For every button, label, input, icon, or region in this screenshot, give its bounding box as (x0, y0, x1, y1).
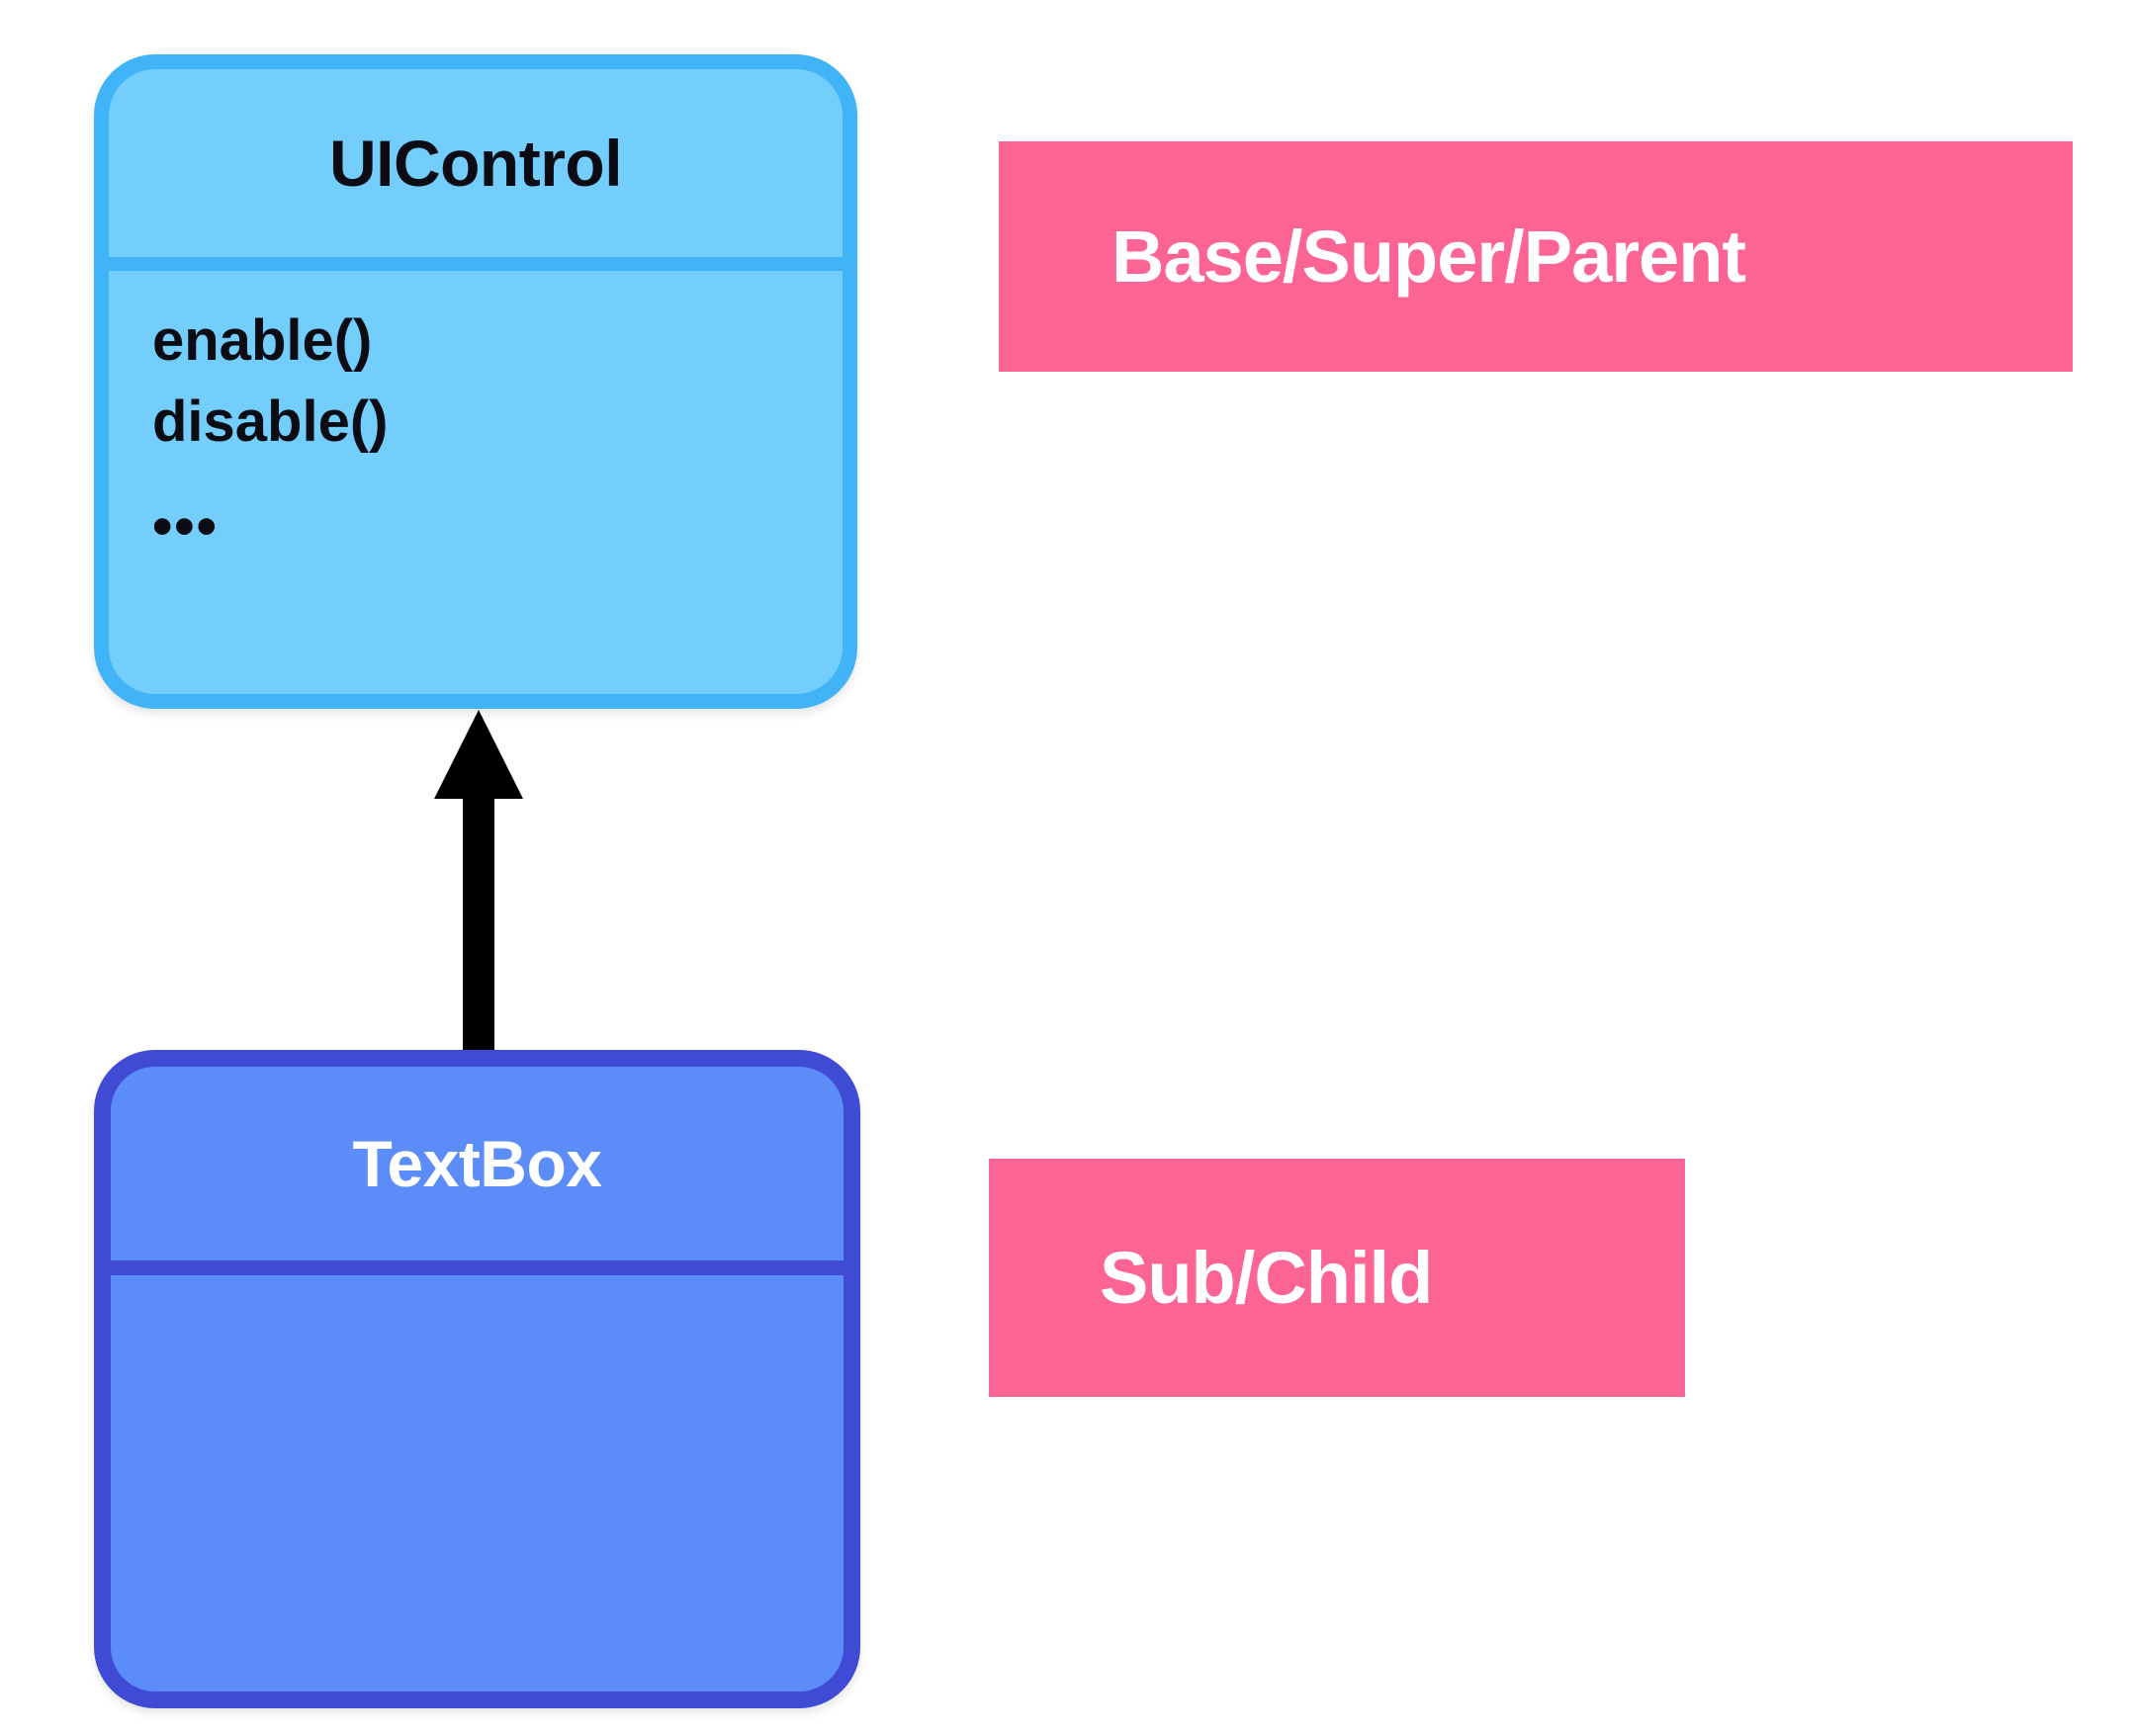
legend-label-base-super-parent: Base/Super/Parent (1111, 216, 1746, 298)
class-divider-textbox (111, 1260, 844, 1275)
class-body-textbox (111, 1275, 844, 1692)
legend-label-sub-child: Sub/Child (1100, 1237, 1433, 1319)
class-box-textbox[interactable]: TextBox (94, 1050, 860, 1708)
legend-chip-sub-child: Sub/Child (989, 1159, 1685, 1397)
inheritance-arrow-icon (434, 710, 523, 1050)
class-title-textbox: TextBox (352, 1127, 603, 1200)
class-body-uicontrol: enable() disable() ••• (109, 271, 843, 694)
class-member-enable: enable() (152, 308, 373, 373)
class-header-uicontrol: UIControl (109, 69, 843, 257)
class-divider-uicontrol (109, 257, 843, 271)
class-title-uicontrol: UIControl (328, 127, 623, 200)
class-member-disable: disable() (152, 390, 389, 454)
class-header-textbox: TextBox (111, 1067, 844, 1260)
class-box-uicontrol[interactable]: UIControl enable() disable() ••• (94, 54, 857, 709)
legend-chip-base-super-parent: Base/Super/Parent (999, 141, 2073, 372)
class-member-ellipsis: ••• (152, 494, 219, 559)
